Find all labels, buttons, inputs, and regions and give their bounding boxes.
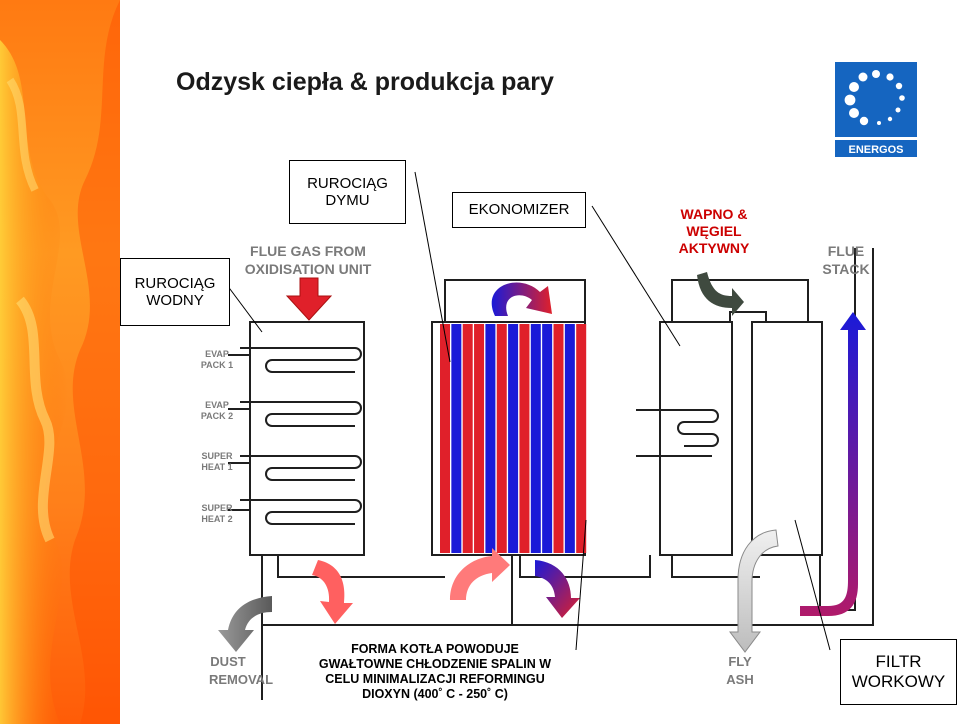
- economiser-tube: [474, 324, 485, 553]
- economiser-tube: [451, 324, 462, 553]
- label-ash: ASH: [726, 672, 753, 687]
- label-removal: REMOVAL: [209, 672, 273, 687]
- label-flue-gas-from: FLUE GAS FROM: [250, 243, 366, 259]
- economiser-tube: [462, 324, 473, 553]
- callout-ekonomizer: EKONOMIZER: [452, 192, 586, 228]
- economiser-tube: [564, 324, 575, 553]
- economiser-tube: [542, 324, 553, 553]
- economiser-tube: [508, 324, 519, 553]
- label-evap-pack-1-b: PACK 1: [201, 360, 233, 370]
- economiser-tube: [519, 324, 530, 553]
- callout-wapno-wegiel: WAPNO & WĘGIEL AKTYWNY: [678, 206, 750, 256]
- label-stack: STACK: [822, 261, 869, 277]
- economiser-tube: [576, 324, 587, 553]
- label-evap-pack-2-b: PACK 2: [201, 411, 233, 421]
- label-oxidisation-unit: OXIDISATION UNIT: [245, 261, 372, 277]
- label-evap-pack-1-a: EVAP: [205, 349, 229, 359]
- label-fly: FLY: [728, 654, 752, 669]
- economiser-tube: [530, 324, 541, 553]
- callout-boiler-description: FORMA KOTŁA POWODUJE GWAŁTOWNE CHŁODZENI…: [318, 642, 552, 701]
- label-super-heat-2-b: HEAT 2: [201, 514, 232, 524]
- callout-filtr-workowy: FILTR WORKOWY: [840, 639, 957, 705]
- economiser-tube: [553, 324, 564, 553]
- label-evap-pack-2-a: EVAP: [205, 400, 229, 410]
- economiser-tube: [496, 324, 507, 553]
- economiser-tube: [485, 324, 496, 553]
- label-super-heat-1-b: HEAT 1: [201, 462, 232, 472]
- label-dust: DUST: [210, 654, 245, 669]
- economiser-tubes: [440, 324, 587, 553]
- energos-logo: ENERGOS: [835, 62, 917, 157]
- callout-rurociag-dymu: RUROCIĄG DYMU: [289, 160, 406, 224]
- logo-text: ENERGOS: [848, 144, 903, 156]
- label-super-heat-1-a: SUPER: [201, 451, 233, 461]
- flame-background: [0, 0, 120, 724]
- economiser-tube: [440, 324, 450, 553]
- label-super-heat-2-a: SUPER: [201, 503, 233, 513]
- callout-rurociag-wodny: RUROCIĄG WODNY: [120, 258, 230, 326]
- page-title: Odzysk ciepła & produkcja pary: [176, 68, 554, 96]
- label-flue: FLUE: [828, 243, 865, 259]
